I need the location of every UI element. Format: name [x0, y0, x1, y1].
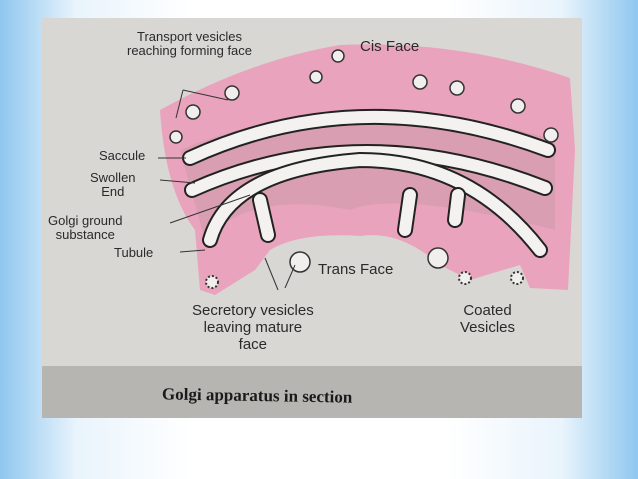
label-line: Golgi ground	[48, 213, 123, 228]
label-line: Swollen	[90, 170, 136, 185]
coated-vesicles-label: Coated Vesicles	[460, 302, 515, 336]
cis-face-label: Cis Face	[360, 38, 420, 55]
golgi-ground-label: Golgi ground substance	[48, 214, 122, 242]
label-line: Coated	[463, 302, 512, 319]
label-line: reaching forming face	[127, 43, 253, 58]
transport-vesicles	[169, 49, 559, 273]
caption: Golgi apparatus in section	[161, 384, 353, 407]
leader-lines	[158, 89, 296, 291]
label-line: face	[238, 336, 268, 353]
saccule-label: Saccule	[99, 148, 146, 163]
coated-vesicles	[205, 271, 524, 289]
transport-vesicles-label: Transport vesicles reaching forming face	[127, 30, 252, 58]
label-line: Vesicles	[460, 319, 516, 336]
tubule-label: Tubule	[114, 245, 154, 260]
trans-face-label: Trans Face	[318, 261, 394, 278]
secretory-vesicles-label: Secretory vesicles leaving mature face	[192, 302, 314, 353]
golgi-diagram-photo: Transport vesicles reaching forming face…	[42, 18, 582, 418]
label-line: leaving mature	[203, 319, 303, 336]
label-line: End	[101, 184, 125, 199]
label-line: Secretory vesicles	[192, 302, 314, 319]
label-line: substance	[55, 227, 115, 242]
golgi-diagram	[158, 44, 575, 295]
caption-band: Golgi apparatus in section	[42, 366, 582, 418]
swollen-end-label: Swollen End	[90, 171, 136, 199]
label-line: Transport vesicles	[137, 29, 242, 44]
